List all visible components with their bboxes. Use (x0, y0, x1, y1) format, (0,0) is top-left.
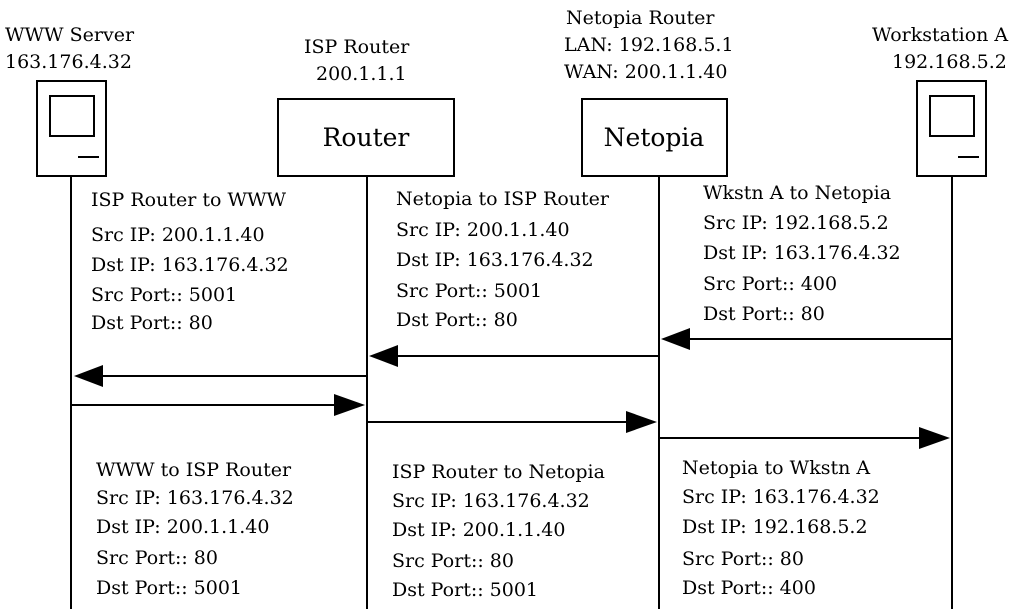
packet-netopia-to-wkstn: Netopia to Wkstn A Src IP: 163.176.4.32 … (682, 457, 880, 599)
packet-netopia-to-isp: Netopia to ISP Router Src IP: 200.1.1.40… (396, 188, 610, 331)
packet-src-port: Src Port:: 80 (682, 548, 804, 570)
packet-src-ip: Src IP: 200.1.1.40 (91, 224, 265, 246)
packet-dst-port: Dst Port:: 5001 (392, 579, 538, 601)
packet-src-ip: Src IP: 163.176.4.32 (392, 490, 590, 512)
netopia-router-box: Netopia (581, 98, 728, 177)
packet-src-ip: Src IP: 200.1.1.40 (396, 219, 570, 241)
arrow-netopia-to-isp (369, 345, 659, 367)
packet-wkstn-to-netopia: Wkstn A to Netopia Src IP: 192.168.5.2 D… (703, 182, 901, 325)
packet-src-port: Src Port:: 80 (392, 550, 514, 572)
packet-title: Wkstn A to Netopia (703, 182, 891, 204)
arrow-isp-to-www (74, 365, 367, 387)
netopia-router-lan: LAN: 192.168.5.1 (564, 34, 734, 56)
www-server-header: WWW Server 163.176.4.32 (5, 24, 135, 73)
packet-dst-ip: Dst IP: 163.176.4.32 (396, 249, 594, 271)
packet-title: Netopia to ISP Router (396, 188, 610, 210)
isp-router-header: ISP Router 200.1.1.1 (304, 36, 410, 85)
packet-dst-port: Dst Port:: 80 (396, 309, 518, 331)
server-computer-icon (36, 80, 107, 177)
workstation-computer-icon (916, 80, 987, 177)
packet-www-to-isp: WWW to ISP Router Src IP: 163.176.4.32 D… (96, 459, 294, 599)
packet-title: WWW to ISP Router (96, 459, 292, 481)
workstation-ip: 192.168.5.2 (892, 51, 1007, 73)
netopia-router-title: Netopia Router (566, 7, 715, 29)
packet-dst-ip: Dst IP: 192.168.5.2 (682, 516, 868, 538)
isp-router-title: ISP Router (304, 36, 410, 58)
packet-title: Netopia to Wkstn A (682, 457, 870, 479)
www-server-title: WWW Server (5, 24, 135, 46)
packet-dst-port: Dst Port:: 5001 (96, 577, 242, 599)
packet-src-ip: Src IP: 163.176.4.32 (682, 486, 880, 508)
netopia-router-wan: WAN: 200.1.1.40 (564, 61, 727, 83)
packet-src-port: Src Port:: 80 (96, 547, 218, 569)
packet-dst-port: Dst Port:: 80 (91, 312, 213, 334)
packet-dst-ip: Dst IP: 163.176.4.32 (703, 242, 901, 264)
packet-dst-port: Dst Port:: 80 (703, 303, 825, 325)
packet-src-port: Src Port:: 5001 (91, 284, 237, 306)
isp-router-ip: 200.1.1.1 (316, 63, 407, 85)
arrow-netopia-to-wkstn (659, 427, 950, 449)
packet-isp-to-netopia: ISP Router to Netopia Src IP: 163.176.4.… (392, 461, 605, 601)
workstation-header: Workstation A 192.168.5.2 (872, 24, 1008, 73)
packet-dst-ip: Dst IP: 200.1.1.40 (392, 519, 565, 541)
packet-dst-ip: Dst IP: 163.176.4.32 (91, 254, 289, 276)
netopia-router-header: Netopia Router LAN: 192.168.5.1 WAN: 200… (564, 7, 734, 83)
netopia-router-box-label: Netopia (604, 123, 705, 152)
packet-dst-port: Dst Port:: 400 (682, 577, 816, 599)
packet-src-ip: Src IP: 163.176.4.32 (96, 487, 294, 509)
packet-src-port: Src Port:: 5001 (396, 280, 542, 302)
arrow-isp-to-netopia (367, 411, 657, 433)
packet-isp-to-www: ISP Router to WWW Src IP: 200.1.1.40 Dst… (91, 189, 289, 334)
packet-title: ISP Router to Netopia (392, 461, 605, 483)
isp-router-box: Router (277, 98, 455, 177)
workstation-title: Workstation A (872, 24, 1008, 46)
packet-src-port: Src Port:: 400 (703, 273, 837, 295)
packet-dst-ip: Dst IP: 200.1.1.40 (96, 516, 269, 538)
arrow-wkstn-to-netopia (661, 328, 952, 350)
packet-title: ISP Router to WWW (91, 189, 286, 211)
arrow-www-to-isp (71, 394, 365, 416)
isp-router-box-label: Router (323, 123, 410, 152)
www-server-ip: 163.176.4.32 (5, 51, 132, 73)
packet-src-ip: Src IP: 192.168.5.2 (703, 212, 889, 234)
